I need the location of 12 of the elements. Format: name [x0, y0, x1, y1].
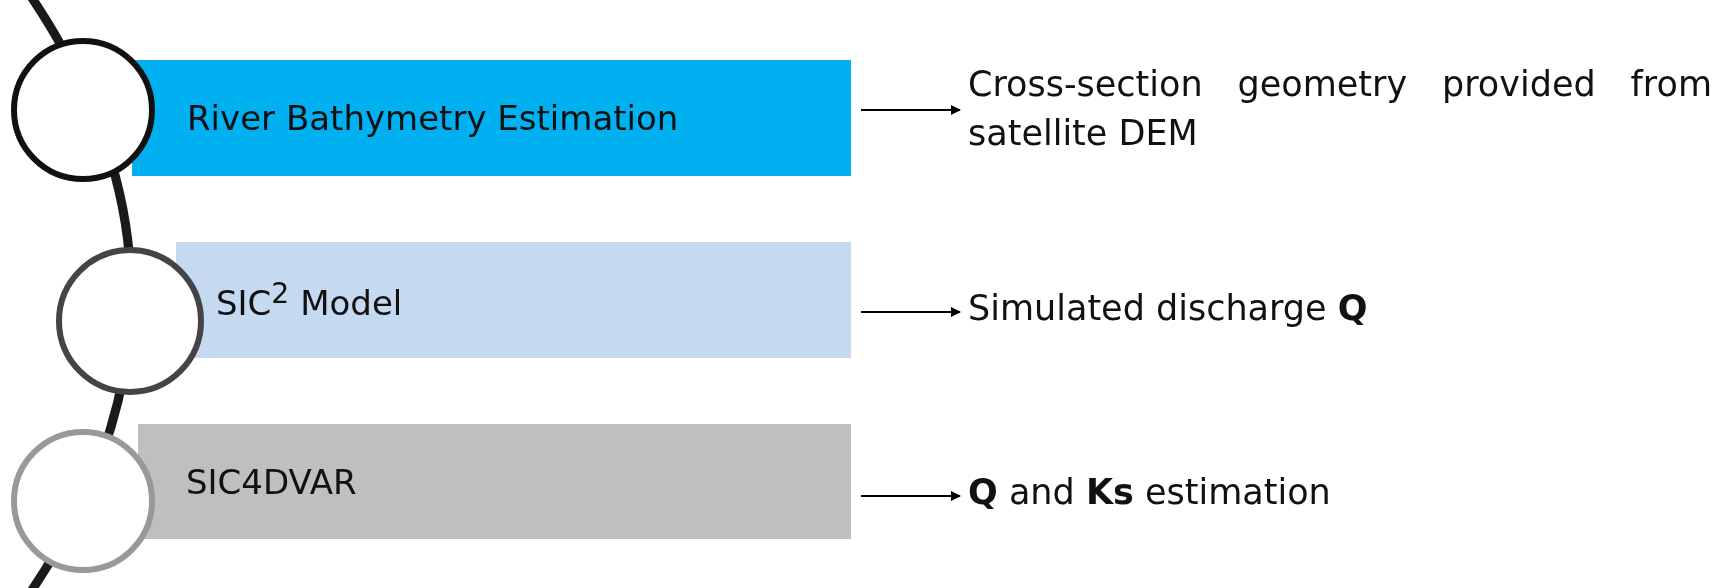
- arrow: [860, 105, 961, 115]
- step-bar: [176, 242, 851, 358]
- output-text: Simulated discharge Q: [968, 284, 1712, 334]
- step-title: River Bathymetry Estimation: [187, 98, 679, 138]
- step-bar: [132, 60, 851, 176]
- step-bar: [138, 424, 851, 539]
- step-title: SIC$^{2}$ Model: [216, 276, 403, 324]
- output-text: Q and Ks estimation: [968, 468, 1712, 518]
- arrow: [860, 307, 961, 317]
- output-text: Cross-section geometry provided from satellite DEM: [968, 60, 1712, 190]
- arrow: [860, 491, 961, 501]
- step-title: SIC4DVAR: [186, 461, 357, 502]
